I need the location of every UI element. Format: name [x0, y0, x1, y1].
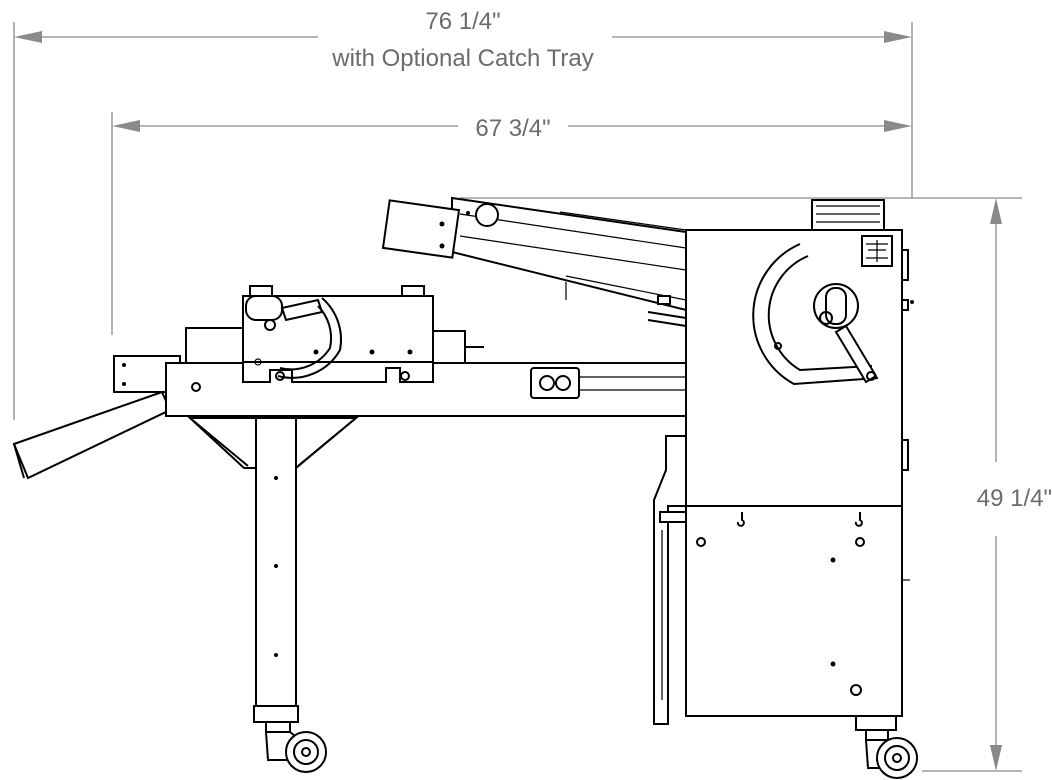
arrowhead-left-icon: [14, 31, 42, 43]
dimension-overall-with-tray: 76 1/4" with Optional Catch Tray: [13, 8, 913, 420]
arrowhead-down-icon: [990, 745, 1002, 771]
left-leg: [187, 417, 359, 723]
main-body-upper: [685, 199, 914, 507]
thickness-dial-scale: [752, 243, 879, 386]
arrowhead-right-icon: [884, 31, 912, 43]
side-door-panel: [653, 435, 687, 725]
catch-tray: [12, 390, 172, 480]
dimension-overall-length: 67 3/4": [111, 112, 912, 335]
machine-drawing: [12, 196, 918, 779]
arrowhead-right-icon: [884, 120, 912, 132]
left-caster: [264, 721, 327, 773]
arrowhead-left-icon: [112, 120, 140, 132]
thickness-control-left: [242, 285, 434, 383]
dimension-note-catch-tray: with Optional Catch Tray: [331, 45, 593, 72]
right-caster: [855, 715, 918, 779]
main-body-cabinet: [685, 505, 910, 717]
arrowhead-up-icon: [990, 198, 1002, 224]
dimension-value-height: 49 1/4": [977, 485, 1052, 512]
dimension-value-overall-with-tray: 76 1/4": [425, 8, 500, 35]
dimension-height: 49 1/4": [460, 197, 1052, 772]
dimension-value-overall-length: 67 3/4": [475, 115, 550, 142]
